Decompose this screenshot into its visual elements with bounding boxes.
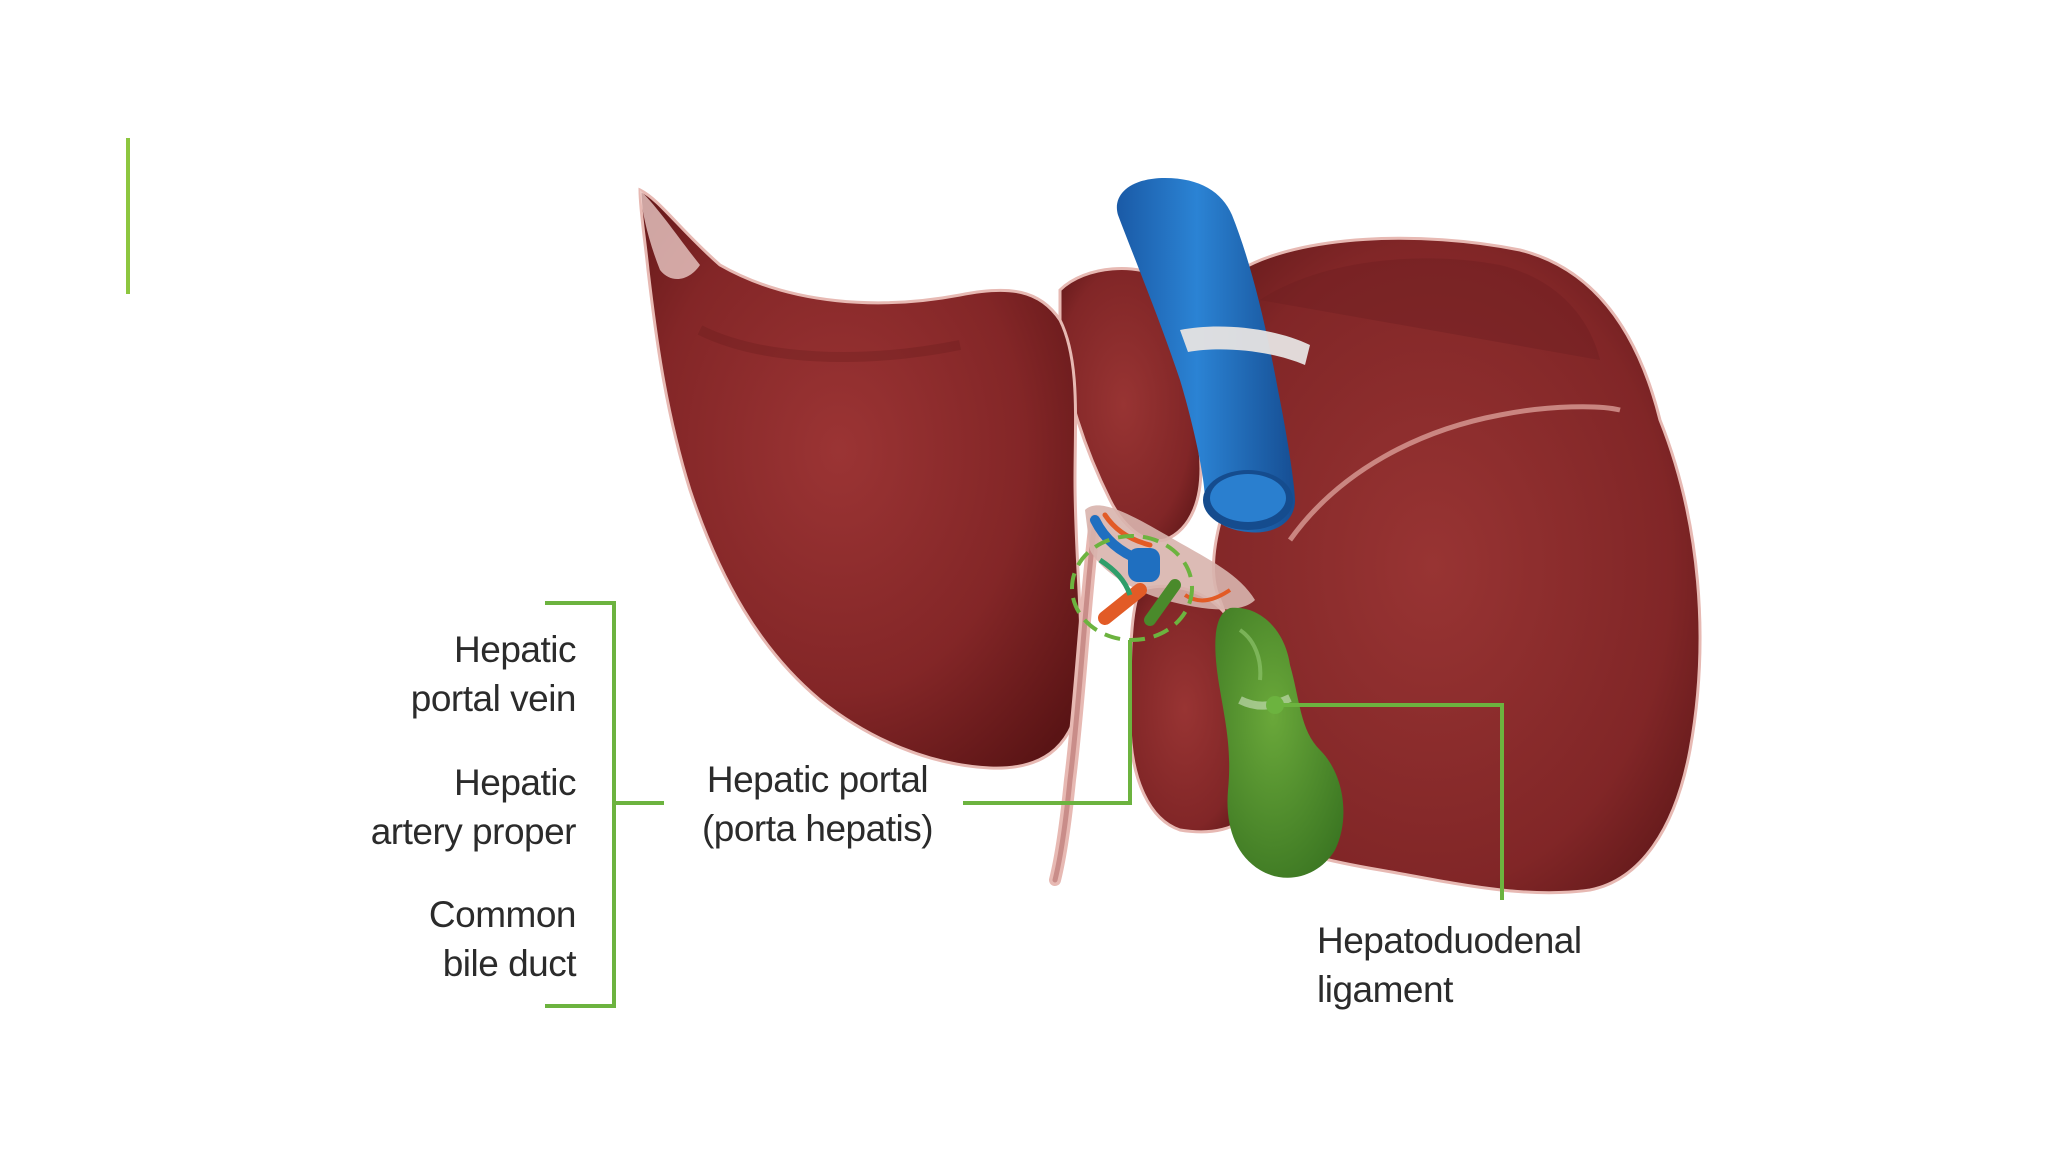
slide-accent-bar [126,138,130,294]
gallbladder [1215,607,1344,878]
right-lobe [1212,236,1702,895]
label-hepatoduodenal-ligament: Hepatoduodenal ligament [1317,920,1582,1010]
label-bile-duct: Common bile duct [428,894,577,984]
porta-hepatis-vessels [1090,512,1232,626]
left-lobe [638,187,1083,770]
label-hepatic-artery: Hepatic artery proper [370,762,577,852]
label-porta-hepatis: Hepatic portal (porta hepatis) [701,759,934,849]
label-portal-vein: Hepatic portal vein [410,629,577,719]
porta-hepatis-leader [963,640,1132,805]
inferior-vena-cava [1116,178,1295,533]
hepatoduodenal-leader [1275,703,1504,900]
